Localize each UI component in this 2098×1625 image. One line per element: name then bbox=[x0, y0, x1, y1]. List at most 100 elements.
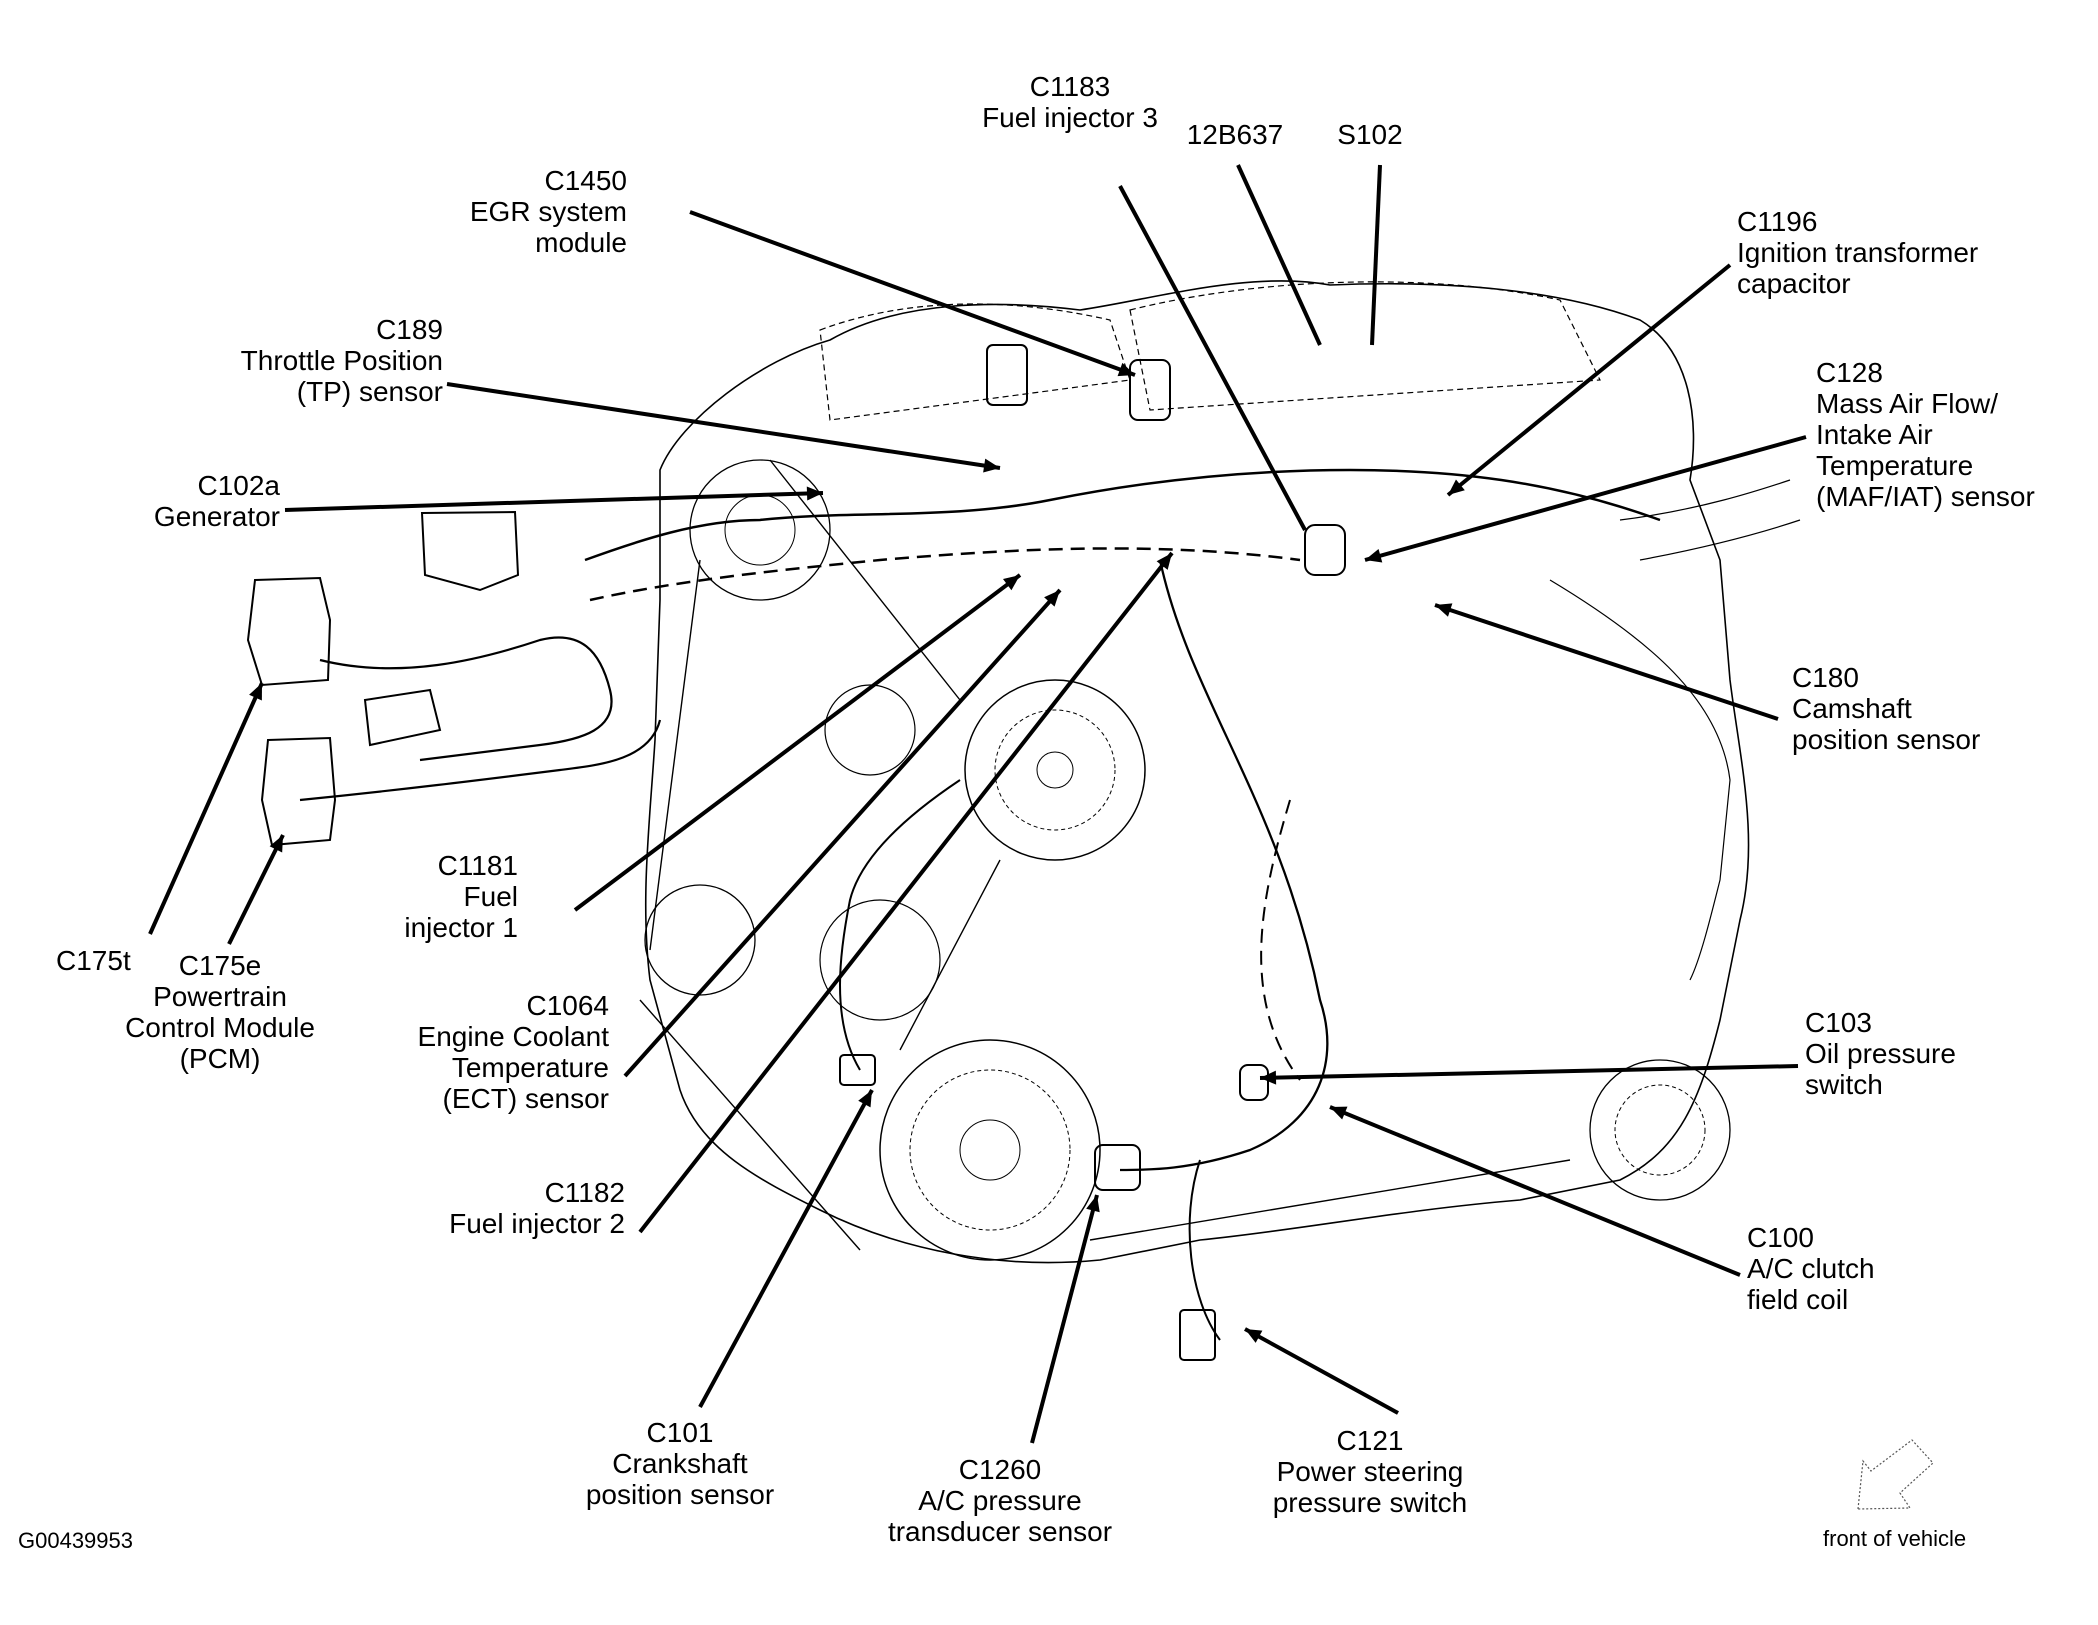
arrowhead-c1181 bbox=[1003, 575, 1020, 591]
leader-line-c189 bbox=[446, 382, 1001, 470]
callout-code: C1183 bbox=[1029, 71, 1111, 102]
callout-code: C180 bbox=[1792, 662, 1859, 693]
ac-transducer bbox=[1094, 1144, 1141, 1191]
valve-cover-right bbox=[1129, 281, 1601, 411]
leader-line-c128 bbox=[1364, 435, 1807, 562]
serpentine-belt bbox=[639, 459, 1571, 1251]
callout-desc: Throttle Position bbox=[240, 345, 443, 376]
callout-desc: Fuel injector 2 bbox=[449, 1208, 625, 1239]
callout-desc: switch bbox=[1805, 1069, 1883, 1100]
arrowhead-c1064 bbox=[1044, 590, 1060, 607]
callout-desc: Mass Air Flow/ bbox=[1816, 388, 1999, 419]
ps-switch bbox=[1179, 1309, 1216, 1361]
callout-code: C101 bbox=[646, 1417, 714, 1448]
callout-desc: Engine Coolant bbox=[417, 1021, 609, 1052]
arrowhead-c1450 bbox=[1117, 362, 1135, 377]
callout-desc: Powertrain bbox=[153, 981, 287, 1012]
leader-line-c175t bbox=[148, 682, 264, 935]
pcm-connector-c175e bbox=[260, 736, 337, 847]
leader-line-12b637 bbox=[1236, 164, 1322, 346]
callout-c121: C121 Power steering pressure switch bbox=[1230, 1425, 1510, 1518]
callout-code: C1181 bbox=[437, 850, 518, 881]
oil-pressure-switch bbox=[1239, 1064, 1269, 1101]
arrowhead-c103 bbox=[1260, 1070, 1277, 1085]
callout-desc: Power steering bbox=[1276, 1456, 1464, 1487]
callout-desc: (TP) sensor bbox=[296, 376, 443, 407]
engine-drawing bbox=[246, 280, 1801, 1361]
arrowhead-c1196 bbox=[1448, 479, 1465, 495]
callout-desc: (PCM) bbox=[179, 1043, 261, 1074]
callout-code: C103 bbox=[1805, 1007, 1872, 1038]
maf-connector bbox=[1304, 524, 1346, 576]
arrowhead-c175t bbox=[249, 683, 262, 701]
front-of-vehicle-arrow-icon bbox=[1857, 1439, 1934, 1510]
callout-code: C100 bbox=[1747, 1222, 1814, 1253]
callout-desc: (ECT) sensor bbox=[442, 1083, 609, 1114]
coolant-hose bbox=[1549, 579, 1731, 981]
ac-compressor-pulley bbox=[1589, 1059, 1731, 1201]
callout-code: C1450 bbox=[544, 165, 627, 196]
callout-code: C1260 bbox=[958, 1454, 1042, 1485]
tp-connector bbox=[986, 344, 1028, 406]
callout-c1260: C1260 A/C pressure transducer sensor bbox=[860, 1454, 1140, 1547]
callout-desc: injector 1 bbox=[404, 912, 518, 943]
leader-line-c1260 bbox=[1030, 1194, 1099, 1444]
leader-lines bbox=[148, 164, 1807, 1444]
callout-code: S102 bbox=[1337, 119, 1403, 150]
callout-c1181: C1181 Fuel injector 1 bbox=[330, 850, 518, 943]
arrowhead-c189 bbox=[983, 458, 1000, 473]
leader-line-c175e bbox=[227, 834, 285, 945]
callout-desc: Temperature bbox=[451, 1052, 609, 1083]
pcm-connector-c175t bbox=[246, 576, 332, 687]
callout-desc: Oil pressure bbox=[1805, 1038, 1956, 1069]
callout-c1196: C1196 Ignition transformer capacitor bbox=[1737, 206, 1978, 299]
callout-c1183: C1183 Fuel injector 3 bbox=[940, 71, 1200, 133]
callout-desc: Control Module bbox=[125, 1012, 315, 1043]
callout-c189: C189 Throttle Position (TP) sensor bbox=[160, 314, 443, 407]
callout-c180: C180 Camshaft position sensor bbox=[1792, 662, 1980, 755]
callout-desc: field coil bbox=[1747, 1284, 1849, 1315]
leader-line-s102 bbox=[1370, 164, 1382, 346]
callout-c1450: C1450 EGR system module bbox=[380, 165, 627, 258]
callout-c100: C100 A/C clutch field coil bbox=[1747, 1222, 1875, 1315]
callout-desc: transducer sensor bbox=[887, 1516, 1113, 1547]
callout-desc: module bbox=[535, 227, 627, 258]
callout-desc: Camshaft bbox=[1792, 693, 1912, 724]
callout-12b637: 12B637 bbox=[1165, 119, 1305, 150]
valve-cover-left bbox=[819, 303, 1131, 421]
crank-sensor bbox=[839, 1054, 876, 1086]
leader-line-c1182 bbox=[638, 551, 1174, 1234]
arrowhead-c1182 bbox=[1156, 553, 1172, 570]
callout-s102: S102 bbox=[1320, 119, 1420, 150]
callout-code: C102a bbox=[197, 470, 280, 501]
pcm-module bbox=[420, 510, 520, 592]
arrowhead-c102a bbox=[806, 486, 823, 501]
leader-line-c1183 bbox=[1118, 185, 1307, 531]
callout-code: C175t bbox=[56, 945, 131, 976]
idler-pulley bbox=[644, 884, 756, 996]
wire-harness-crank-branch bbox=[839, 779, 961, 1071]
arrowhead-c100 bbox=[1330, 1106, 1348, 1120]
arrowhead-c128 bbox=[1365, 548, 1383, 563]
leader-line-c1064 bbox=[623, 588, 1062, 1078]
callout-c175t: C175t bbox=[56, 945, 131, 976]
callout-code: C175e bbox=[178, 950, 262, 981]
callout-desc: pressure switch bbox=[1272, 1487, 1468, 1518]
leader-line-c1181 bbox=[573, 573, 1022, 912]
callout-desc: Ignition transformer bbox=[1737, 237, 1979, 268]
egr-connector bbox=[1129, 359, 1171, 421]
callout-desc: A/C pressure bbox=[918, 1485, 1082, 1516]
callout-desc: Crankshaft bbox=[612, 1448, 748, 1479]
callout-c128: C128 Mass Air Flow/ Intake Air Temperatu… bbox=[1816, 357, 2035, 512]
leader-line-c102a bbox=[284, 491, 824, 512]
figure-id: G00439953 bbox=[18, 1528, 133, 1553]
leader-line-c1196 bbox=[1446, 263, 1732, 497]
wire-harness-main bbox=[584, 468, 1661, 562]
engine-block-outline bbox=[644, 280, 1750, 1264]
water-pump-pulley bbox=[964, 679, 1146, 861]
callout-code: 12B637 bbox=[1186, 119, 1284, 150]
callout-desc: Intake Air bbox=[1816, 419, 1933, 450]
callout-code: C189 bbox=[376, 314, 443, 345]
